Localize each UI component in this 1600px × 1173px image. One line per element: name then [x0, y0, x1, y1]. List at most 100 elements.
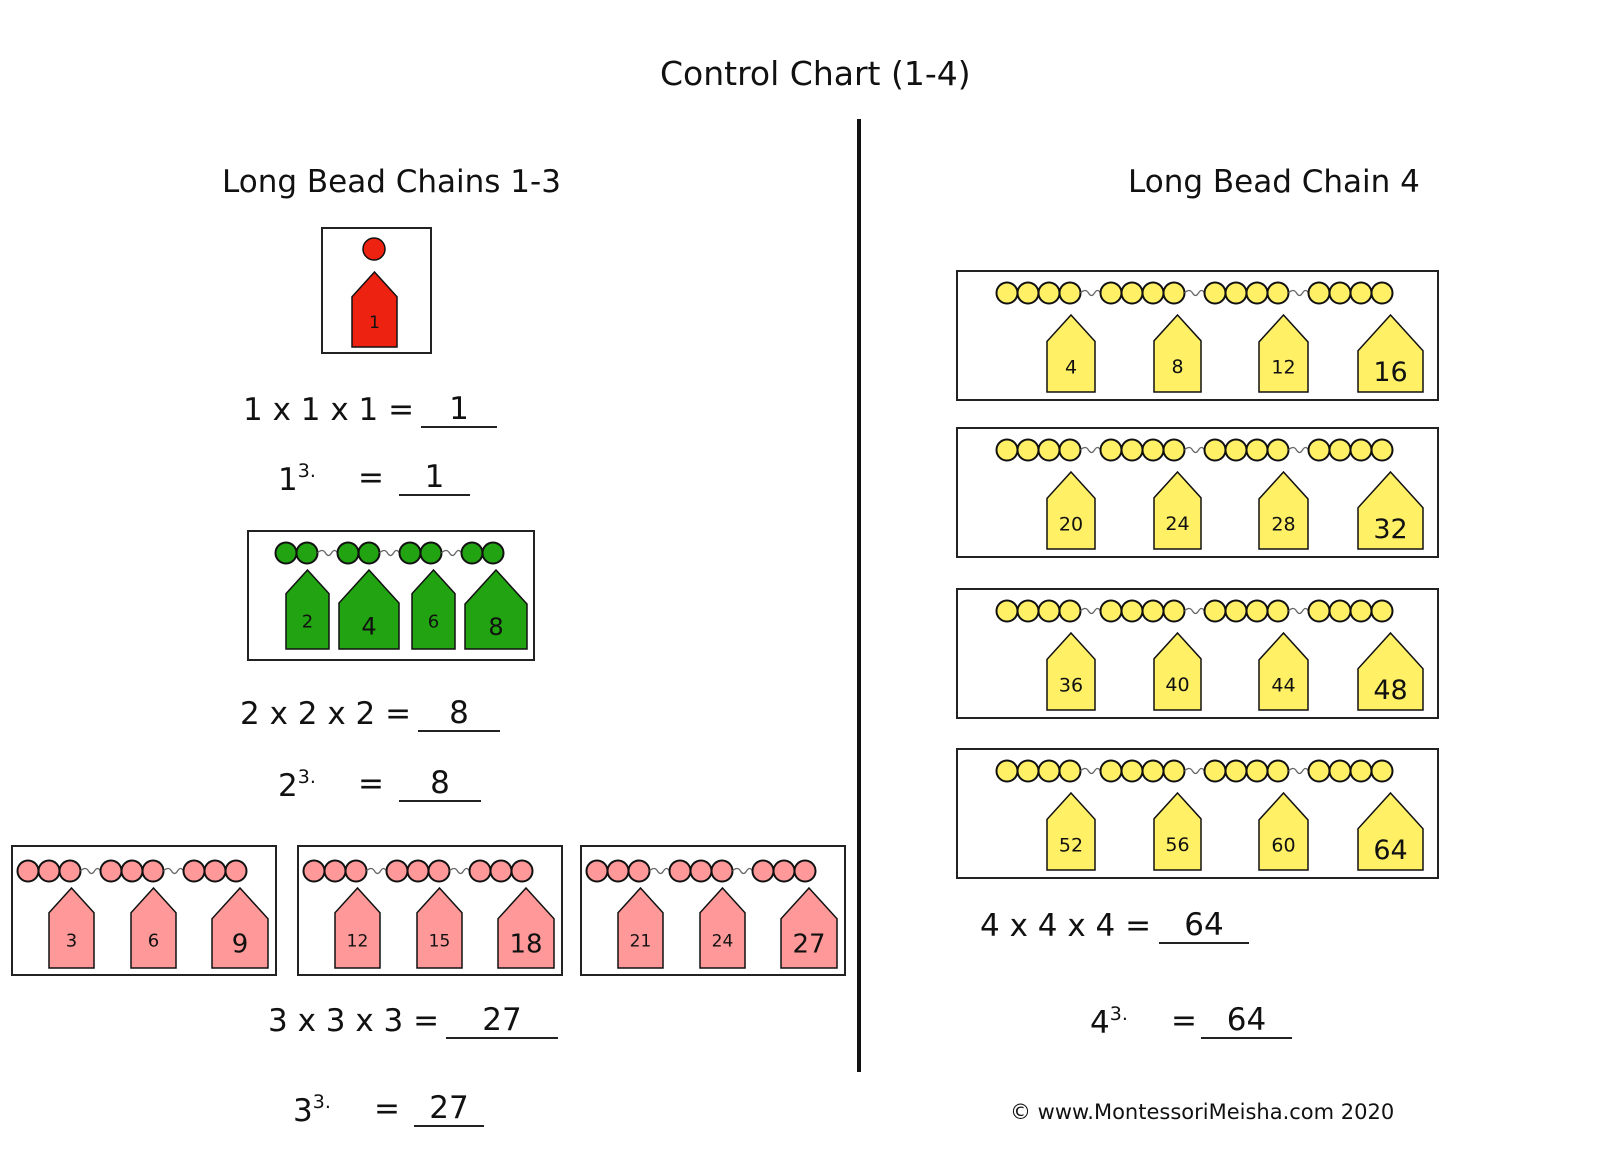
bead	[295, 541, 319, 565]
bead	[1224, 599, 1248, 623]
chain-link	[1288, 607, 1310, 615]
bead	[419, 541, 443, 565]
bead	[1016, 281, 1040, 305]
power-answer-1: 1	[399, 460, 470, 496]
bead	[1328, 599, 1352, 623]
number-tag	[1153, 313, 1202, 393]
power-3: 33.	[293, 1091, 331, 1129]
power-4: 43.	[1090, 1003, 1128, 1041]
bead	[1203, 759, 1227, 783]
bead	[1307, 438, 1331, 462]
chain-link	[379, 549, 401, 557]
bead	[1099, 281, 1123, 305]
bead	[323, 859, 347, 883]
tag-label: 8	[488, 613, 503, 641]
bead	[1370, 281, 1394, 305]
bead	[1224, 759, 1248, 783]
tag-label: 32	[1373, 514, 1407, 545]
bead	[995, 759, 1019, 783]
chain-link	[1080, 767, 1102, 775]
number-tag	[1046, 791, 1096, 871]
bead	[344, 859, 368, 883]
bead	[406, 859, 430, 883]
chain-link	[80, 867, 102, 875]
tag-label: 6	[428, 612, 439, 633]
equation-1: 1 x 1 x 1 =	[243, 392, 415, 428]
bead	[224, 859, 248, 883]
number-tag	[1357, 470, 1424, 550]
tag-label: 24	[1165, 513, 1189, 535]
tag-label: 56	[1165, 834, 1189, 856]
tag-label: 36	[1059, 674, 1083, 696]
number-tag	[1357, 631, 1424, 711]
tag-label: 6	[148, 931, 159, 952]
bead	[203, 859, 227, 883]
bead	[1328, 438, 1352, 462]
bead	[1328, 759, 1352, 783]
equals-sign: =	[1171, 1003, 1197, 1039]
chain-link	[1184, 607, 1206, 615]
chain-link	[1080, 289, 1102, 297]
bead	[1370, 438, 1394, 462]
bead	[1058, 759, 1082, 783]
tag-label: 15	[429, 931, 451, 951]
tag-label: 1	[369, 313, 380, 333]
bead	[1120, 759, 1144, 783]
bead	[1037, 759, 1061, 783]
page-title: Control Chart (1-4)	[660, 54, 971, 93]
power-exponent: 3.	[312, 1091, 331, 1113]
answer-3: 27	[446, 1003, 558, 1039]
tag-label: 8	[1171, 356, 1183, 378]
bead	[995, 438, 1019, 462]
bead	[710, 859, 734, 883]
number-tag	[211, 886, 269, 969]
bead	[460, 541, 484, 565]
number-tag	[411, 568, 456, 650]
chain-link	[163, 867, 185, 875]
number-tag	[1357, 791, 1424, 871]
tag-label: 16	[1373, 357, 1407, 388]
tag-label: 40	[1165, 674, 1189, 696]
equals-sign: =	[374, 1091, 400, 1127]
bead	[1162, 438, 1186, 462]
bead	[1370, 759, 1394, 783]
bead	[1016, 759, 1040, 783]
bead	[1370, 599, 1394, 623]
chain-link	[1288, 767, 1310, 775]
chain-link	[1080, 607, 1102, 615]
chain-link	[1184, 289, 1206, 297]
bead	[141, 859, 165, 883]
number-tag	[464, 568, 528, 650]
equation-3: 3 x 3 x 3 =	[268, 1003, 440, 1039]
number-tag	[1258, 313, 1309, 393]
equals-sign: =	[358, 460, 384, 496]
bead	[481, 541, 505, 565]
bead	[274, 541, 298, 565]
bead	[627, 859, 651, 883]
tag-label: 64	[1373, 835, 1407, 866]
chain-link	[1288, 446, 1310, 454]
power-exponent: 3.	[1109, 1003, 1128, 1025]
bead	[585, 859, 609, 883]
copyright-footer: © www.MontessoriMeisha.com 2020	[1010, 1100, 1395, 1124]
chain-link	[366, 867, 388, 875]
chain-link	[1184, 446, 1206, 454]
bead	[1328, 281, 1352, 305]
number-tag	[1046, 631, 1096, 711]
bead	[1120, 438, 1144, 462]
bead	[1037, 599, 1061, 623]
bead	[1141, 599, 1165, 623]
chain-link	[732, 867, 754, 875]
chain-link	[441, 549, 463, 557]
equation-2: 2 x 2 x 2 =	[240, 696, 412, 732]
bead	[16, 859, 40, 883]
chain-link	[1080, 446, 1102, 454]
right-heading: Long Bead Chain 4	[1128, 164, 1420, 200]
bead	[1016, 599, 1040, 623]
bead	[1307, 759, 1331, 783]
bead	[1349, 281, 1373, 305]
number-tag	[1258, 470, 1309, 550]
bead	[385, 859, 409, 883]
tag-label: 12	[1271, 357, 1295, 379]
equation-4: 4 x 4 x 4 =	[980, 908, 1152, 944]
